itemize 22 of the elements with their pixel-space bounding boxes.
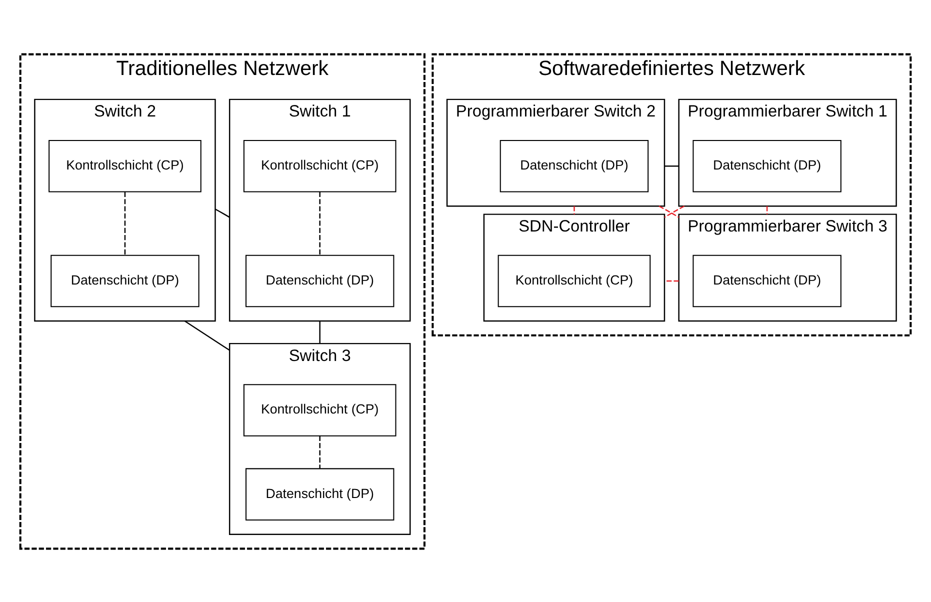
node-box: Datenschicht (DP): [245, 254, 394, 307]
connector: [658, 205, 680, 218]
node-box: Kontrollschicht (CP): [243, 139, 396, 192]
node-box: Kontrollschicht (CP): [48, 139, 202, 192]
connector: [319, 435, 320, 468]
connector: [124, 191, 126, 255]
connector: [766, 206, 768, 214]
node-box: Datenschicht (DP): [692, 139, 842, 192]
connector: [319, 191, 320, 255]
node-box: Kontrollschicht (CP): [243, 384, 396, 436]
node-box: Kontrollschicht (CP): [498, 254, 651, 307]
connector: [664, 165, 679, 166]
connector: [664, 205, 685, 218]
connector: [184, 320, 230, 350]
node-box: Datenschicht (DP): [245, 468, 394, 520]
connector: [319, 320, 320, 344]
connector: [664, 280, 679, 282]
node-box: Datenschicht (DP): [500, 139, 649, 192]
node-box: Datenschicht (DP): [50, 254, 200, 307]
node-box: Datenschicht (DP): [692, 254, 842, 307]
connector: [574, 206, 575, 214]
connector: [214, 208, 230, 218]
